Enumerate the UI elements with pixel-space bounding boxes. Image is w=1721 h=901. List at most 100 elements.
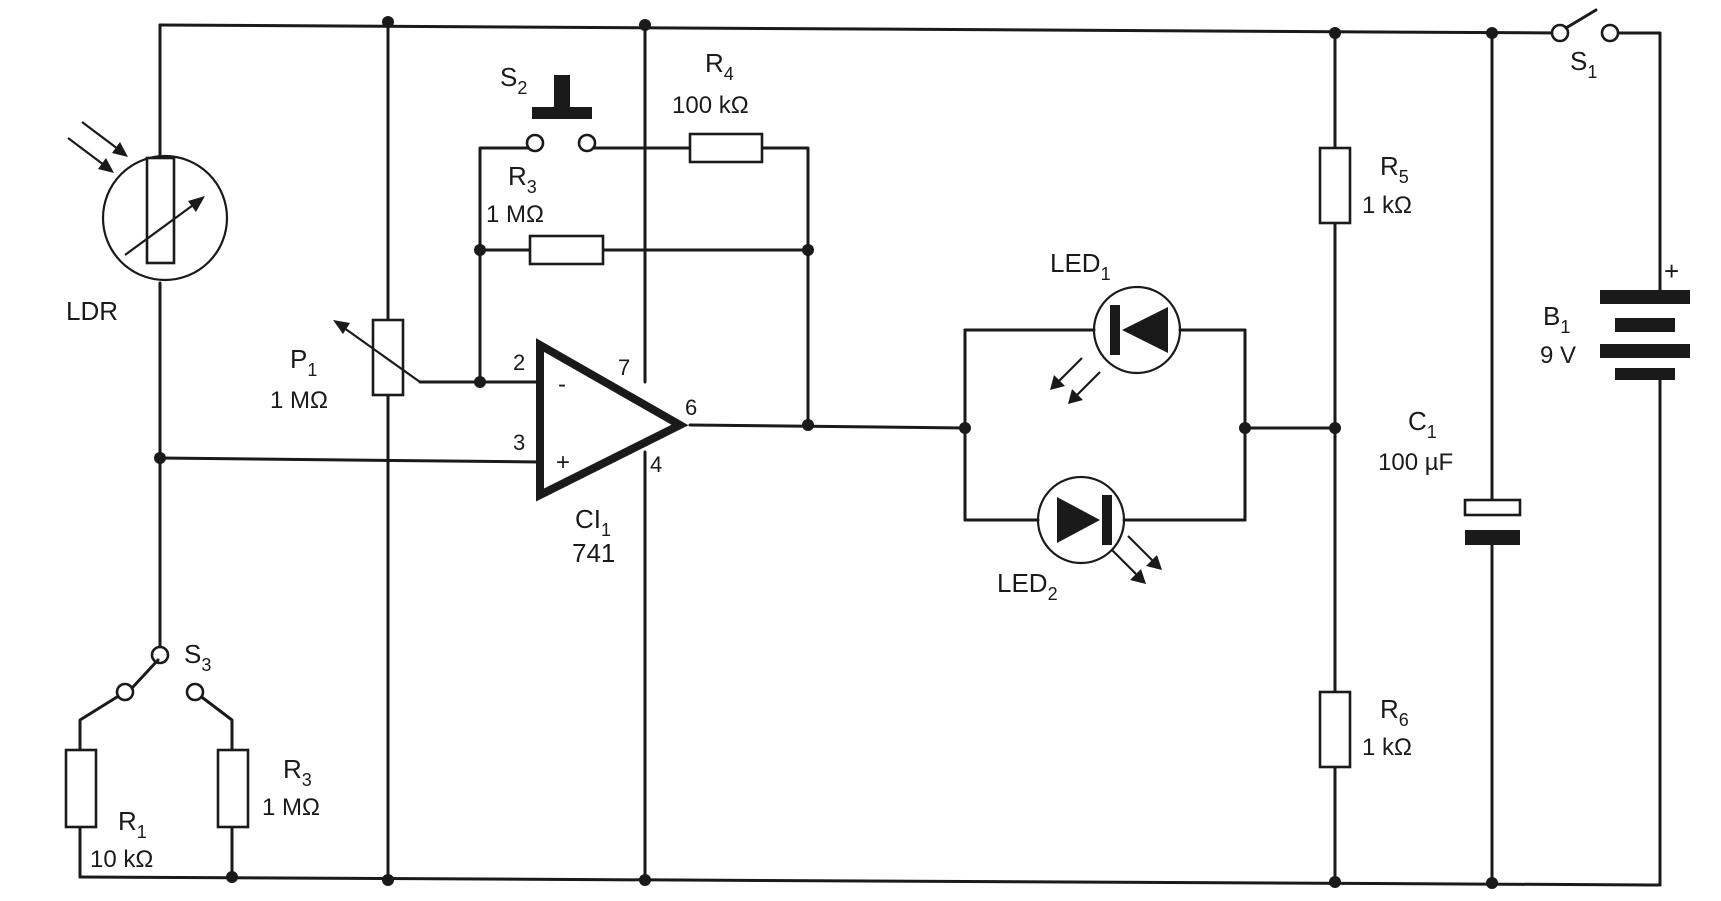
junction-dot: [226, 871, 238, 883]
opamp-inv-sign: -: [558, 371, 566, 398]
r3-feedback-label: R3: [508, 161, 537, 197]
c1-label: C1: [1408, 406, 1437, 442]
ldr-variable-arrow-head: [188, 196, 205, 212]
led1-diode-triangle: [1122, 307, 1168, 353]
r1-body: [64, 748, 98, 829]
junction-dot: [1329, 27, 1341, 39]
s1-label: S1: [1570, 46, 1597, 82]
pin-3-label: 3: [513, 430, 525, 455]
b1-plate-short: [1615, 368, 1675, 380]
b1-label: B1: [1543, 301, 1570, 337]
r3-feedback-resistor: R3 1 MΩ: [486, 161, 605, 266]
s3-switch: S3: [115, 639, 211, 702]
s1-right-terminal: [1600, 23, 1620, 43]
light-arrow-head: [1146, 555, 1162, 570]
ldr-label: LDR: [66, 296, 118, 326]
s2-plunger-stem: [554, 75, 570, 115]
led2-symbol: LED2: [997, 475, 1162, 604]
r5-label: R5: [1380, 151, 1409, 187]
p1-body: [371, 318, 405, 397]
r1-resistor: R1 10 kΩ: [64, 748, 153, 873]
ldr-circle: [101, 154, 229, 282]
r4-value: 100 kΩ: [672, 92, 749, 119]
led1-circle: [1092, 285, 1182, 375]
junction-dot: [959, 422, 971, 434]
r3-feedback-body: [528, 234, 605, 266]
light-arrow-icon: [1127, 535, 1157, 565]
p1-value: 1 MΩ: [270, 387, 328, 414]
s2-pushbutton: S2: [500, 62, 597, 153]
r4-label: R4: [705, 48, 734, 84]
b1-plate-long: [1600, 344, 1690, 358]
p1-potentiometer: P1 1 MΩ: [270, 318, 421, 414]
opamp-noninv-sign: +: [556, 449, 570, 476]
r6-label: R6: [1380, 694, 1409, 730]
ci1-label: CI1: [575, 504, 611, 540]
r5-body: [1318, 146, 1352, 225]
c1-capacitor: C1 100 µF: [1378, 406, 1522, 545]
junction-dot: [1239, 422, 1251, 434]
b1-plate-long: [1600, 290, 1690, 304]
r3-feedback-value: 1 MΩ: [486, 201, 544, 228]
light-arrow-head: [1050, 375, 1065, 390]
junction-dot: [1329, 876, 1341, 888]
p1-label: P1: [290, 344, 317, 380]
b1-battery: + B1 9 V: [1540, 256, 1690, 380]
led1-cathode-bar: [1110, 305, 1120, 355]
r4-body: [688, 132, 764, 164]
ldr-variable-arrow-shaft: [124, 199, 201, 256]
junction-dot: [1486, 27, 1498, 39]
r5-resistor: R5 1 kΩ: [1318, 146, 1412, 225]
r3-lower-label: R3: [283, 754, 312, 790]
c1-positive-plate: [1463, 498, 1522, 517]
pin-7-label: 7: [618, 355, 630, 380]
light-arrow-head: [1130, 569, 1146, 584]
s3-common-terminal: [150, 645, 170, 665]
junction-dot: [802, 244, 814, 256]
s1-left-terminal: [1550, 23, 1570, 43]
r6-resistor: R6 1 kΩ: [1318, 690, 1412, 769]
r3-lower-body: [216, 748, 250, 829]
light-arrow-icon: [67, 137, 109, 169]
junctions: [154, 16, 1498, 889]
r1-value: 10 kΩ: [90, 846, 153, 873]
led2-circle: [1036, 475, 1126, 565]
wire-feedback-left: [478, 146, 537, 384]
wire-output: [688, 423, 967, 430]
light-arrow-icon: [1111, 549, 1141, 579]
wire-s1-to-battery: [1616, 31, 1662, 292]
r4-resistor: R4 100 kΩ: [672, 48, 764, 164]
ldr-symbol: LDR: [66, 121, 229, 326]
s2-right-terminal: [577, 133, 597, 153]
ci1-value: 741: [572, 538, 615, 568]
opamp-741: - + 2 3 7 4 6 CI1 741: [513, 338, 697, 568]
r1-label: R1: [118, 806, 147, 842]
led2-label: LED2: [997, 568, 1058, 604]
led1-symbol: LED1: [1050, 248, 1182, 404]
junction-dot: [1329, 422, 1341, 434]
c1-negative-plate: [1465, 530, 1520, 545]
pin-2-label: 2: [513, 350, 525, 375]
b1-value: 9 V: [1540, 342, 1576, 369]
junction-dot: [382, 874, 394, 886]
wire-s3-left: [78, 690, 127, 752]
led1-label: LED1: [1050, 248, 1111, 284]
junction-dot: [639, 874, 651, 886]
light-arrow-icon: [81, 121, 123, 153]
opamp-triangle: [536, 338, 689, 502]
junction-dot: [474, 376, 486, 388]
junction-dot: [802, 419, 814, 431]
junction-dot: [1486, 877, 1498, 889]
light-arrow-head: [1068, 389, 1083, 404]
wires: [78, 20, 1662, 887]
s2-left-terminal: [525, 133, 545, 153]
wire-bottom-rail: [78, 875, 1662, 887]
r3-lower-resistor: R3 1 MΩ: [216, 748, 320, 829]
pin-6-label: 6: [685, 395, 697, 420]
light-arrow-head: [112, 142, 128, 157]
s3-left-terminal: [115, 682, 135, 702]
junction-dot: [474, 244, 486, 256]
r6-body: [1318, 690, 1352, 769]
wire-top-rail: [158, 23, 1562, 35]
